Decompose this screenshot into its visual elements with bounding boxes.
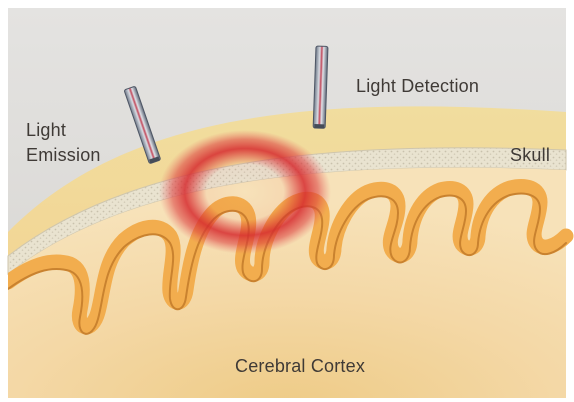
light-detection-label: Light Detection [356, 76, 479, 97]
cerebral-cortex-label: Cerebral Cortex [235, 356, 365, 377]
light-emission-label-line2: Emission [26, 145, 101, 166]
activation-glow [159, 130, 331, 254]
skull-label: Skull [510, 145, 550, 166]
detector-probe [313, 46, 328, 128]
light-emission-label-line1: Light [26, 120, 66, 141]
